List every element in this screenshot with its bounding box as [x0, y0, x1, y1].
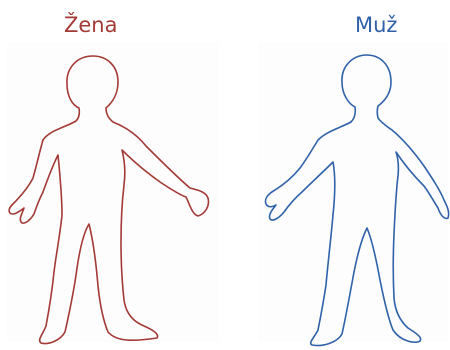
male-body-outline-path — [265, 55, 448, 346]
